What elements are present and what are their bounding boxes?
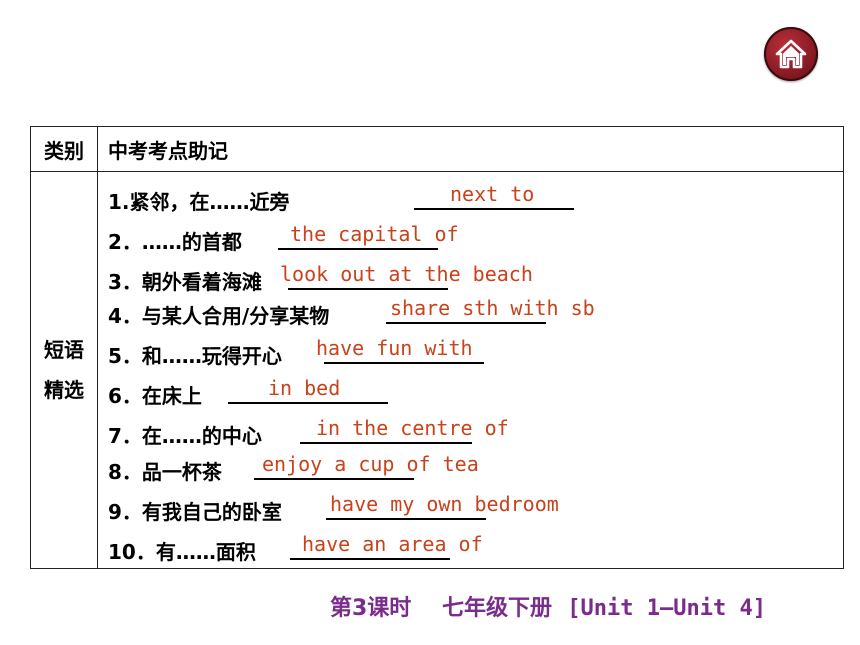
item-chinese: 有我自己的卧室 (141, 500, 282, 524)
item-number: 6． (108, 384, 142, 408)
item-chinese: 在床上 (141, 384, 202, 408)
item-chinese: 紧邻，在……近旁 (129, 190, 290, 214)
answer-blank (326, 518, 486, 520)
item-number: 1. (108, 190, 130, 214)
item-answer: have fun with (316, 336, 473, 360)
answer-blank (300, 442, 472, 444)
item-number: 7． (108, 424, 142, 448)
answer-blank (324, 362, 484, 364)
list-item: 10．有……面积 have an area of (108, 528, 808, 568)
item-answer: the capital of (290, 222, 459, 246)
item-chinese: 在……的中心 (141, 424, 262, 448)
home-icon (775, 39, 807, 69)
answer-blank (386, 322, 546, 324)
category-line-1: 短语 (44, 338, 84, 362)
item-chinese: 与某人合用/分享某物 (141, 304, 330, 328)
list-item: 7．在……的中心 in the centre of (108, 412, 808, 452)
item-number: 2． (108, 230, 142, 254)
item-chinese: 朝外看着海滩 (141, 270, 262, 294)
footer-grade: 七年级下册 (441, 596, 552, 621)
phrase-table: 类别 中考考点助记 短语 精选 1.紧邻，在……近旁 next to 2．……的… (30, 126, 844, 569)
footer-units: [Unit 1—Unit 4] (567, 596, 766, 621)
item-answer: look out at the beach (280, 262, 533, 286)
answer-blank (288, 288, 448, 290)
item-chinese: 品一杯茶 (141, 460, 222, 484)
category-line-2: 精选 (44, 378, 84, 402)
answer-blank (228, 402, 388, 404)
phrase-list: 1.紧邻，在……近旁 next to 2．……的首都 the capital o… (97, 171, 844, 569)
list-item: 8．品一杯茶 enjoy a cup of tea (108, 448, 808, 488)
item-chinese: 和……玩得开心 (141, 344, 282, 368)
footer-lesson: 第3课时 (330, 596, 412, 621)
category-cell: 短语 精选 (30, 171, 98, 569)
item-number: 4． (108, 304, 142, 328)
list-item: 9．有我自己的卧室 have my own bedroom (108, 488, 808, 528)
item-answer: enjoy a cup of tea (262, 452, 479, 476)
list-item: 6．在床上 in bed (108, 372, 808, 412)
list-item: 3．朝外看着海滩 look out at the beach (108, 258, 808, 298)
item-answer: next to (450, 182, 535, 206)
home-button[interactable] (764, 27, 818, 81)
item-number: 10． (108, 540, 156, 564)
item-answer: in bed (268, 376, 341, 400)
item-number: 8． (108, 460, 142, 484)
item-chinese: 有……面积 (155, 540, 256, 564)
footer-course-info: 第3课时 七年级下册 [Unit 1—Unit 4] (330, 590, 766, 622)
header-category: 类别 (30, 126, 98, 172)
answer-blank (278, 248, 438, 250)
list-item: 1.紧邻，在……近旁 next to (108, 178, 808, 218)
table-body-row: 短语 精选 1.紧邻，在……近旁 next to 2．……的首都 the cap… (30, 171, 844, 569)
item-answer: in the centre of (316, 416, 509, 440)
header-content: 中考考点助记 (97, 126, 844, 172)
item-chinese: ……的首都 (141, 230, 242, 254)
item-answer: share sth with sb (390, 296, 595, 320)
item-answer: have my own bedroom (330, 492, 559, 516)
answer-blank (254, 478, 414, 480)
list-item: 5．和……玩得开心 have fun with (108, 332, 808, 372)
list-item: 4．与某人合用/分享某物 share sth with sb (108, 292, 808, 332)
answer-blank (414, 208, 574, 210)
answer-blank (290, 558, 450, 560)
list-item: 2．……的首都 the capital of (108, 218, 808, 258)
item-answer: have an area of (302, 532, 483, 556)
item-number: 5． (108, 344, 142, 368)
item-number: 3． (108, 270, 142, 294)
table-header-row: 类别 中考考点助记 (30, 126, 844, 172)
item-number: 9． (108, 500, 142, 524)
